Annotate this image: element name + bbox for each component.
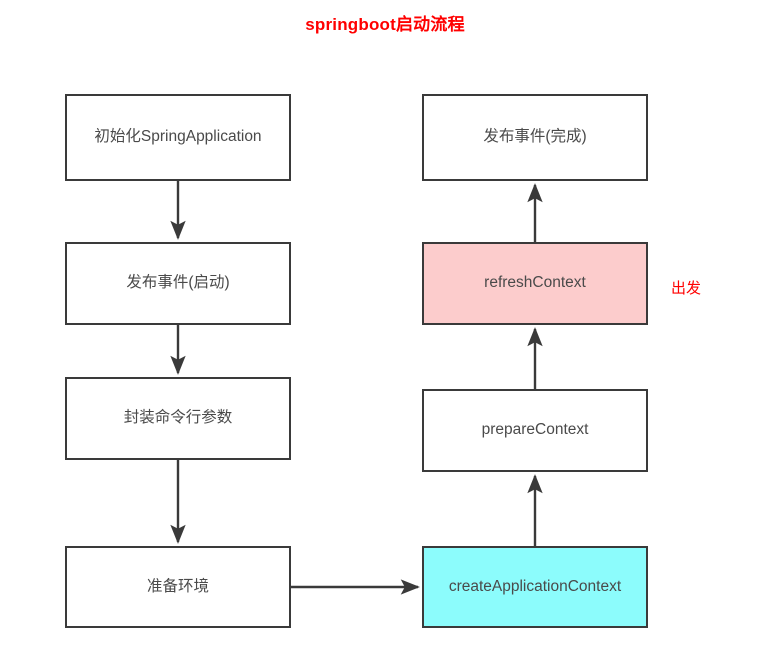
node-label: 发布事件(启动) (126, 274, 230, 292)
node-publish-event-finished[interactable]: 发布事件(完成) (422, 94, 648, 181)
node-label: prepareContext (481, 421, 589, 439)
node-label: 封装命令行参数 (123, 409, 233, 427)
diagram-title: springboot启动流程 (305, 15, 465, 34)
node-prepare-environment[interactable]: 准备环境 (65, 546, 291, 628)
node-label: 准备环境 (146, 577, 209, 595)
node-publish-event-start[interactable]: 发布事件(启动) (65, 242, 291, 325)
node-refresh-context[interactable]: refreshContext (422, 242, 648, 325)
node-label: createApplicationContext (448, 577, 622, 595)
node-init-spring-application[interactable]: 初始化SpringApplication (65, 94, 291, 181)
node-prepare-context[interactable]: prepareContext (422, 389, 648, 472)
node-label: refreshContext (484, 274, 586, 292)
node-label: 发布事件(完成) (483, 128, 587, 146)
node-label: 初始化SpringApplication (94, 128, 262, 146)
node-wrap-command-line-args[interactable]: 封装命令行参数 (65, 377, 291, 460)
annotation-start-note: 出发 (671, 280, 702, 297)
node-create-application-context[interactable]: createApplicationContext (422, 546, 648, 628)
